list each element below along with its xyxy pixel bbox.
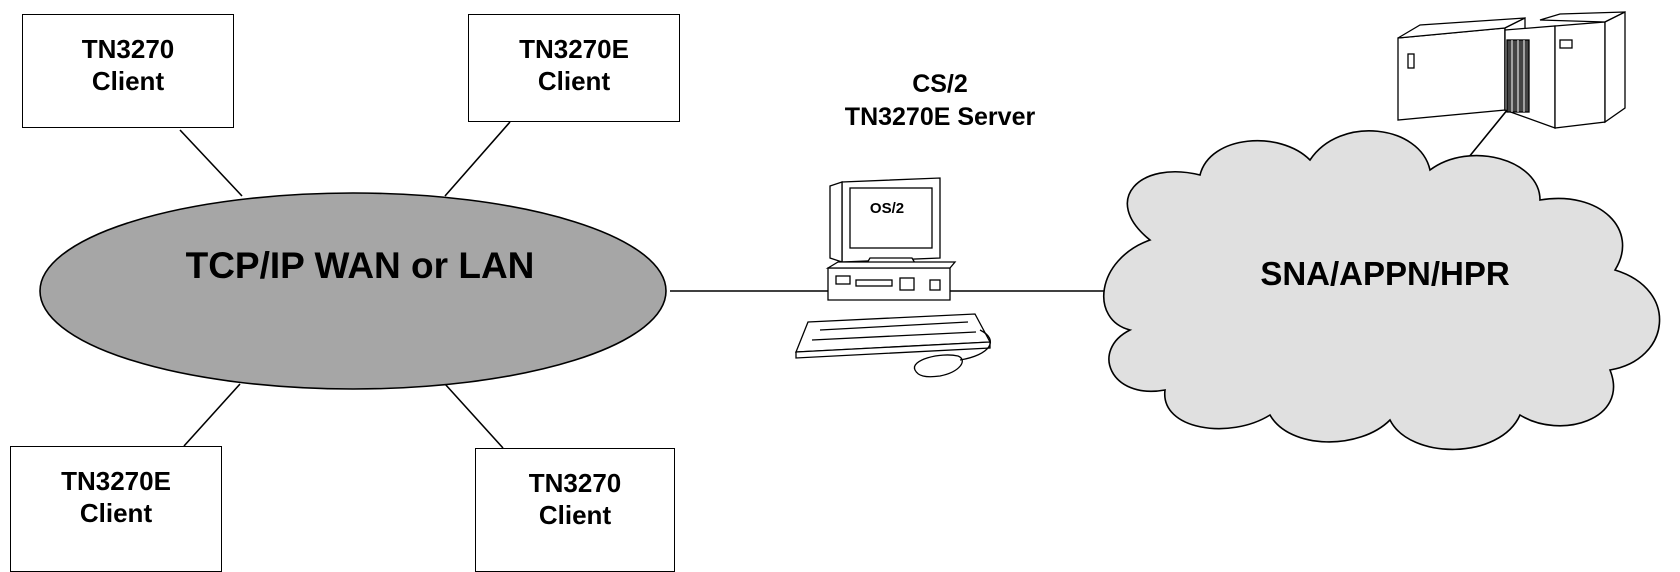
link-client-top-right <box>445 122 510 196</box>
link-client-bottom-left <box>184 384 240 446</box>
client-box-top-left: TN3270 Client <box>22 14 234 128</box>
mouse <box>914 355 962 377</box>
link-client-top-left <box>180 130 242 196</box>
sna-network-label: SNA/APPN/HPR <box>1220 255 1550 293</box>
client-box-bottom-right: TN3270 Client <box>475 448 675 572</box>
monitor-screen-label: OS/2 <box>852 200 922 217</box>
client-label: TN3270E Client <box>11 465 221 529</box>
network-label: TCP/IP WAN or LAN <box>140 245 580 287</box>
client-label: TN3270E Client <box>469 33 679 97</box>
client-box-top-right: TN3270E Client <box>468 14 680 122</box>
client-box-bottom-left: TN3270E Client <box>10 446 222 572</box>
client-label: TN3270 Client <box>23 33 233 97</box>
link-client-bottom-right <box>445 384 503 448</box>
server-title: CS/2 TN3270E Server <box>820 68 1060 134</box>
mainframe-icon <box>1398 12 1625 128</box>
client-label: TN3270 Client <box>476 467 674 531</box>
tcpip-network-ellipse <box>40 193 666 389</box>
